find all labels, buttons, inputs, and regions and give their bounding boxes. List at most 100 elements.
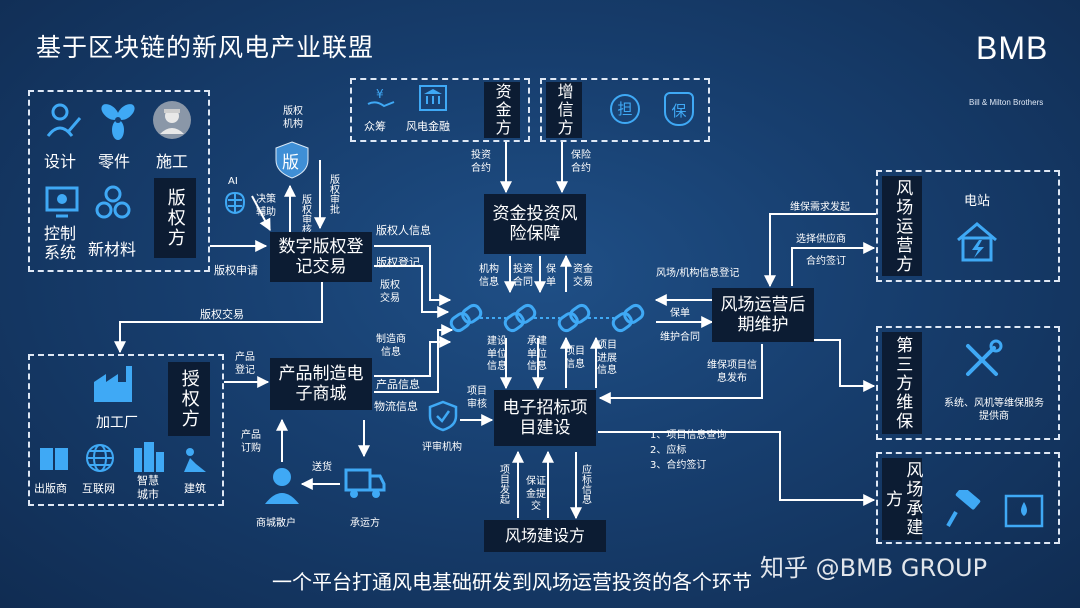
svg-text:¥: ¥ (376, 87, 384, 101)
crowdfunding-label: 众筹 (364, 120, 386, 133)
water-tank-icon (1004, 494, 1044, 534)
credit-role: 增信方 (546, 82, 582, 138)
brand-subtitle: Bill & Milton Brothers (969, 98, 1044, 107)
build-info-label: 建设单位信息 (487, 336, 507, 372)
review-org-label: 评审机构 (422, 442, 462, 453)
third-party-desc: 系统、风机等维保服务提供商 (944, 398, 1044, 422)
bid-step-3: 3、合约签订 (650, 460, 707, 471)
ai-label: AI (228, 176, 238, 187)
builder-icon (180, 446, 210, 478)
brand-logo: BMB (976, 30, 1049, 66)
copyright-agency-label: 版权机构 (283, 106, 303, 130)
copyright-review-label: 版权审核 (299, 194, 311, 234)
project-info-label: 项目信息 (565, 346, 585, 370)
windfarm-operator-box (876, 170, 1060, 282)
carrier-label: 承运方 (350, 518, 380, 529)
building-label: 建筑 (184, 482, 206, 495)
copyright-trade2-label: 版权交易 (380, 280, 400, 304)
invest-contract-label: 投资合约 (471, 150, 491, 174)
windfarm-ops-box: 风场运营后期维护 (712, 288, 814, 342)
bid-step-2: 2、应标 (650, 445, 687, 456)
logistics-info-label: 物流信息 (374, 400, 418, 413)
windfarm-operator-role: 风场运营方 (882, 176, 922, 276)
windfarm-contractor-box (876, 452, 1060, 544)
copyright-side-box (28, 90, 210, 272)
holder-info-label: 版权人信息 (376, 224, 431, 237)
maint-publish-label: 维保项目信息发布 (707, 360, 757, 384)
tools-icon (960, 338, 1004, 386)
progress-info-label: 项目进展信息 (597, 340, 617, 376)
wind-finance-label: 风电金融 (406, 120, 450, 133)
digital-copyright-box: 数字版权登记交易 (270, 232, 372, 282)
contract-sign-label: 合约签订 (806, 256, 846, 267)
contractor-info-label: 承建单位信息 (527, 336, 547, 372)
copyright-register-label: 版权登记 (376, 256, 420, 269)
mall-customer-label: 商城散户 (256, 518, 296, 529)
policy-label: 保单 (546, 264, 556, 288)
guarantee-icon: 担 (610, 94, 640, 124)
factory-label: 加工厂 (96, 415, 138, 431)
invest-contract2-label: 投资合同 (513, 264, 533, 288)
footer-caption: 一个平台打通风电基础研发到风场运营投资的各个环节 (272, 570, 752, 594)
globe-icon (84, 442, 116, 478)
smart-city-label: 智慧城市 (137, 474, 159, 501)
third-party-role: 第三方维保 (882, 332, 922, 434)
watermark: 知乎 @BMB GROUP (760, 554, 988, 582)
deposit-submit-label: 保证金提交 (526, 476, 546, 512)
bid-step-1: 1、项目信息查询 (650, 430, 727, 441)
copyright-approval-label: 版权审批 (327, 174, 339, 214)
copyright-badge-text: 版 (282, 153, 299, 173)
windfarm-contractor-role: 风场承建方 (882, 458, 922, 540)
construction-worker-icon (152, 100, 192, 144)
manufacturer-info-label: 制造商信息 (376, 334, 406, 358)
funding-role: 资金方 (484, 82, 520, 138)
funding-box (350, 78, 530, 142)
parts-label: 零件 (98, 152, 131, 171)
publisher-label: 出版商 (34, 482, 67, 495)
design-icon (44, 100, 84, 144)
project-launch-label: 项目发起 (497, 464, 509, 504)
bank-icon (418, 84, 448, 116)
choose-supplier-label: 选择供应商 (796, 234, 846, 245)
paint-roller-icon (944, 486, 984, 534)
control-system-label: 控制系统 (44, 224, 77, 263)
licensee-role: 授权方 (168, 362, 210, 436)
parts-icon (98, 100, 138, 144)
maint-demand-label: 维保需求发起 (790, 202, 850, 213)
credit-box (540, 78, 710, 142)
ai-decision-label: 决策辅助 (256, 194, 276, 218)
internet-label: 互联网 (82, 482, 115, 495)
copyright-apply-label: 版权申请 (214, 264, 258, 277)
fund-risk-box: 资金投资风险保障 (484, 194, 586, 254)
licensee-box (28, 354, 224, 506)
policy2-label: 保单 (670, 308, 690, 319)
copyright-role: 版权方 (154, 178, 196, 258)
crowdfunding-icon: ¥ (366, 86, 396, 116)
page-title: 基于区块链的新风电产业联盟 (36, 33, 375, 62)
product-info-label: 产品信息 (376, 378, 420, 391)
maint-contract-label: 维护合同 (660, 332, 700, 343)
power-station-label: 电站 (964, 194, 991, 209)
truck-icon (344, 466, 386, 506)
third-party-box (876, 326, 1060, 440)
product-mall-box: 产品制造电子商城 (270, 358, 372, 410)
fund-trade-label: 资金交易 (573, 264, 593, 288)
design-label: 设计 (44, 152, 77, 171)
insurance-icon: 保 (664, 92, 694, 126)
product-order-label: 产品订购 (241, 430, 261, 454)
review-shield-icon (428, 400, 458, 436)
windfarm-builder-box: 风场建设方 (484, 520, 606, 552)
copyright-trade-label: 版权交易 (200, 308, 244, 321)
control-system-icon (44, 184, 80, 224)
power-station-icon (954, 220, 1000, 266)
e-bidding-box: 电子招标项目建设 (494, 390, 596, 446)
insure-contract-label: 保险合约 (571, 150, 591, 174)
ai-brain-icon (222, 190, 248, 220)
construction-label: 施工 (156, 152, 189, 171)
customer-icon (262, 466, 302, 510)
city-icon (132, 440, 166, 476)
blockchain-chain (449, 303, 645, 333)
book-icon (38, 444, 70, 476)
factory-icon (92, 364, 136, 408)
